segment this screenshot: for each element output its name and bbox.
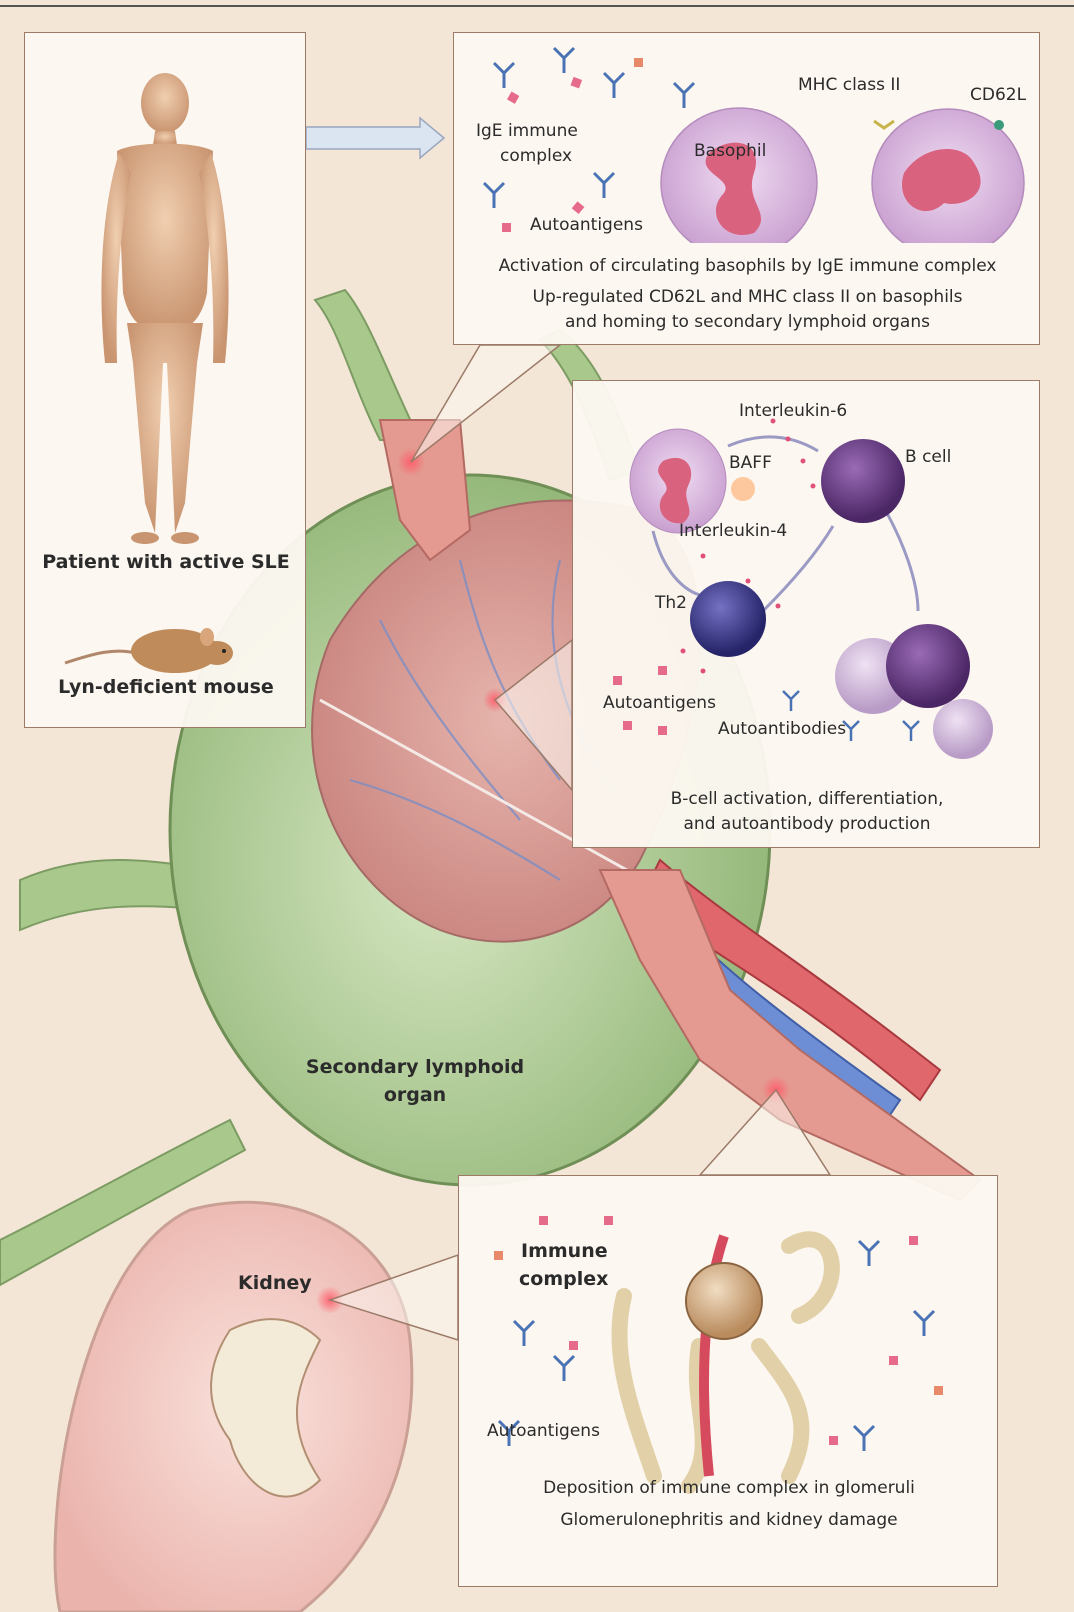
basophil-caption-3: and homing to secondary lymphoid organs	[454, 312, 1041, 332]
interleukin-4-label: Interleukin-4	[679, 521, 787, 541]
bcell-label: B cell	[905, 447, 951, 467]
autoantibodies-label: Autoantibodies	[718, 719, 846, 739]
organ-label-2: organ	[290, 1084, 540, 1106]
mhc-class-ii-label: MHC class II	[798, 75, 900, 95]
kidney-label: Kidney	[238, 1272, 312, 1294]
flow-arrow	[306, 118, 444, 158]
th2-label: Th2	[655, 593, 687, 613]
autoantigens-label-mid: Autoantigens	[603, 693, 716, 713]
interleukin-6-label: Interleukin-6	[739, 401, 847, 421]
basophil-label: Basophil	[694, 141, 766, 161]
kidney-caption-2: Glomerulonephritis and kidney damage	[459, 1510, 999, 1530]
human-figure	[25, 33, 307, 573]
autoantigens-label-top: Autoantigens	[530, 215, 643, 235]
immune-complex-label-1: Immune	[521, 1240, 608, 1262]
bcell-panel: Interleukin-6 BAFF B cell Interleukin-4 …	[572, 380, 1040, 848]
patient-panel: Patient with active SLE Lyn-deficient mo…	[24, 32, 306, 728]
kidney-illustration	[55, 1202, 412, 1612]
ige-complex-label-2: complex	[500, 146, 572, 166]
basophil-caption-2: Up-regulated CD62L and MHC class II on b…	[454, 287, 1041, 307]
immune-complex-label-2: complex	[519, 1268, 608, 1290]
baff-label: BAFF	[729, 453, 772, 473]
basophil-panel: IgE immune complex Autoantigens Basophil…	[453, 32, 1040, 345]
antigen-icons	[502, 58, 643, 232]
mouse-label: Lyn-deficient mouse	[25, 676, 307, 698]
ige-complex-label-1: IgE immune	[476, 121, 578, 141]
cd62l-label: CD62L	[970, 85, 1026, 105]
bcell-caption-2: and autoantibody production	[573, 814, 1041, 834]
basophil-caption-1: Activation of circulating basophils by I…	[454, 256, 1041, 276]
mouse-illustration	[25, 613, 307, 683]
bcell-caption-1: B-cell activation, differentiation,	[573, 789, 1041, 809]
glomerulus-scene	[459, 1176, 999, 1496]
patient-label: Patient with active SLE	[25, 551, 307, 573]
autoantigens-label-bottom: Autoantigens	[487, 1421, 600, 1441]
kidney-caption-1: Deposition of immune complex in glomerul…	[459, 1478, 999, 1498]
organ-label-1: Secondary lymphoid	[290, 1056, 540, 1078]
kidney-panel: Immune complex Autoantigens Deposition o…	[458, 1175, 998, 1587]
